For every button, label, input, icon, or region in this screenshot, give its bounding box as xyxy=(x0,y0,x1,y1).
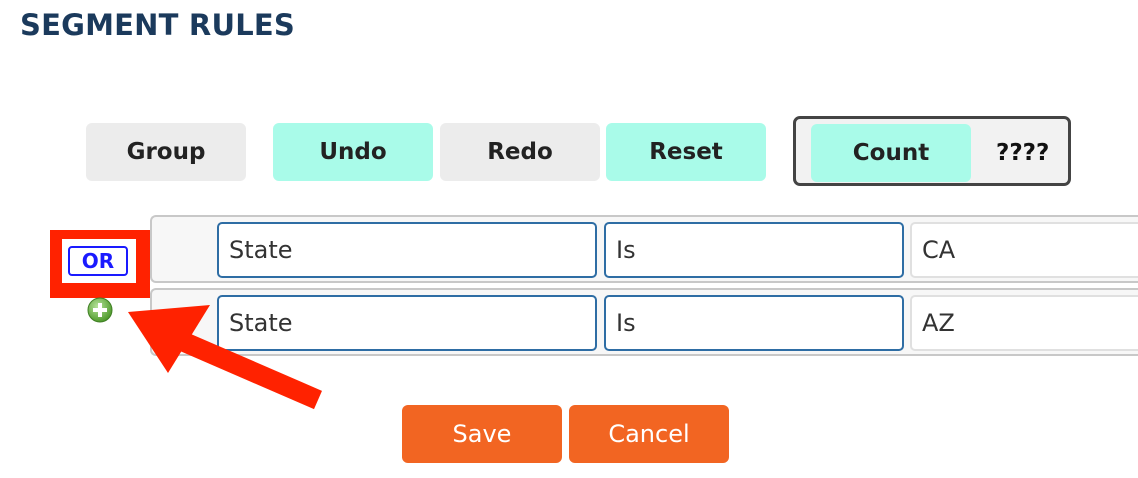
rule-row: State Is AZ xyxy=(150,288,1138,356)
rule-value-input[interactable]: CA xyxy=(910,222,1138,278)
plus-circle-icon[interactable] xyxy=(86,296,114,324)
rule-value-input[interactable]: AZ xyxy=(910,295,1138,351)
reset-button[interactable]: Reset xyxy=(606,123,766,181)
save-button[interactable]: Save xyxy=(402,405,562,463)
rule-field-select[interactable]: State xyxy=(217,222,597,278)
rule-row: State Is CA xyxy=(150,215,1138,283)
rule-operator-select[interactable]: Is xyxy=(604,295,904,351)
or-container: OR xyxy=(62,239,136,283)
or-operator-button[interactable]: OR xyxy=(68,246,128,276)
redo-button[interactable]: Redo xyxy=(440,123,600,181)
group-button[interactable]: Group xyxy=(86,123,246,181)
annotation-highlight-box: OR xyxy=(50,230,150,298)
cancel-button[interactable]: Cancel xyxy=(569,405,729,463)
count-value: ???? xyxy=(996,140,1050,166)
undo-button[interactable]: Undo xyxy=(273,123,433,181)
page-title: SEGMENT RULES xyxy=(20,8,295,42)
count-panel: Count ???? xyxy=(793,116,1071,186)
rule-operator-select[interactable]: Is xyxy=(604,222,904,278)
rule-field-select[interactable]: State xyxy=(217,295,597,351)
count-button[interactable]: Count xyxy=(811,124,971,182)
